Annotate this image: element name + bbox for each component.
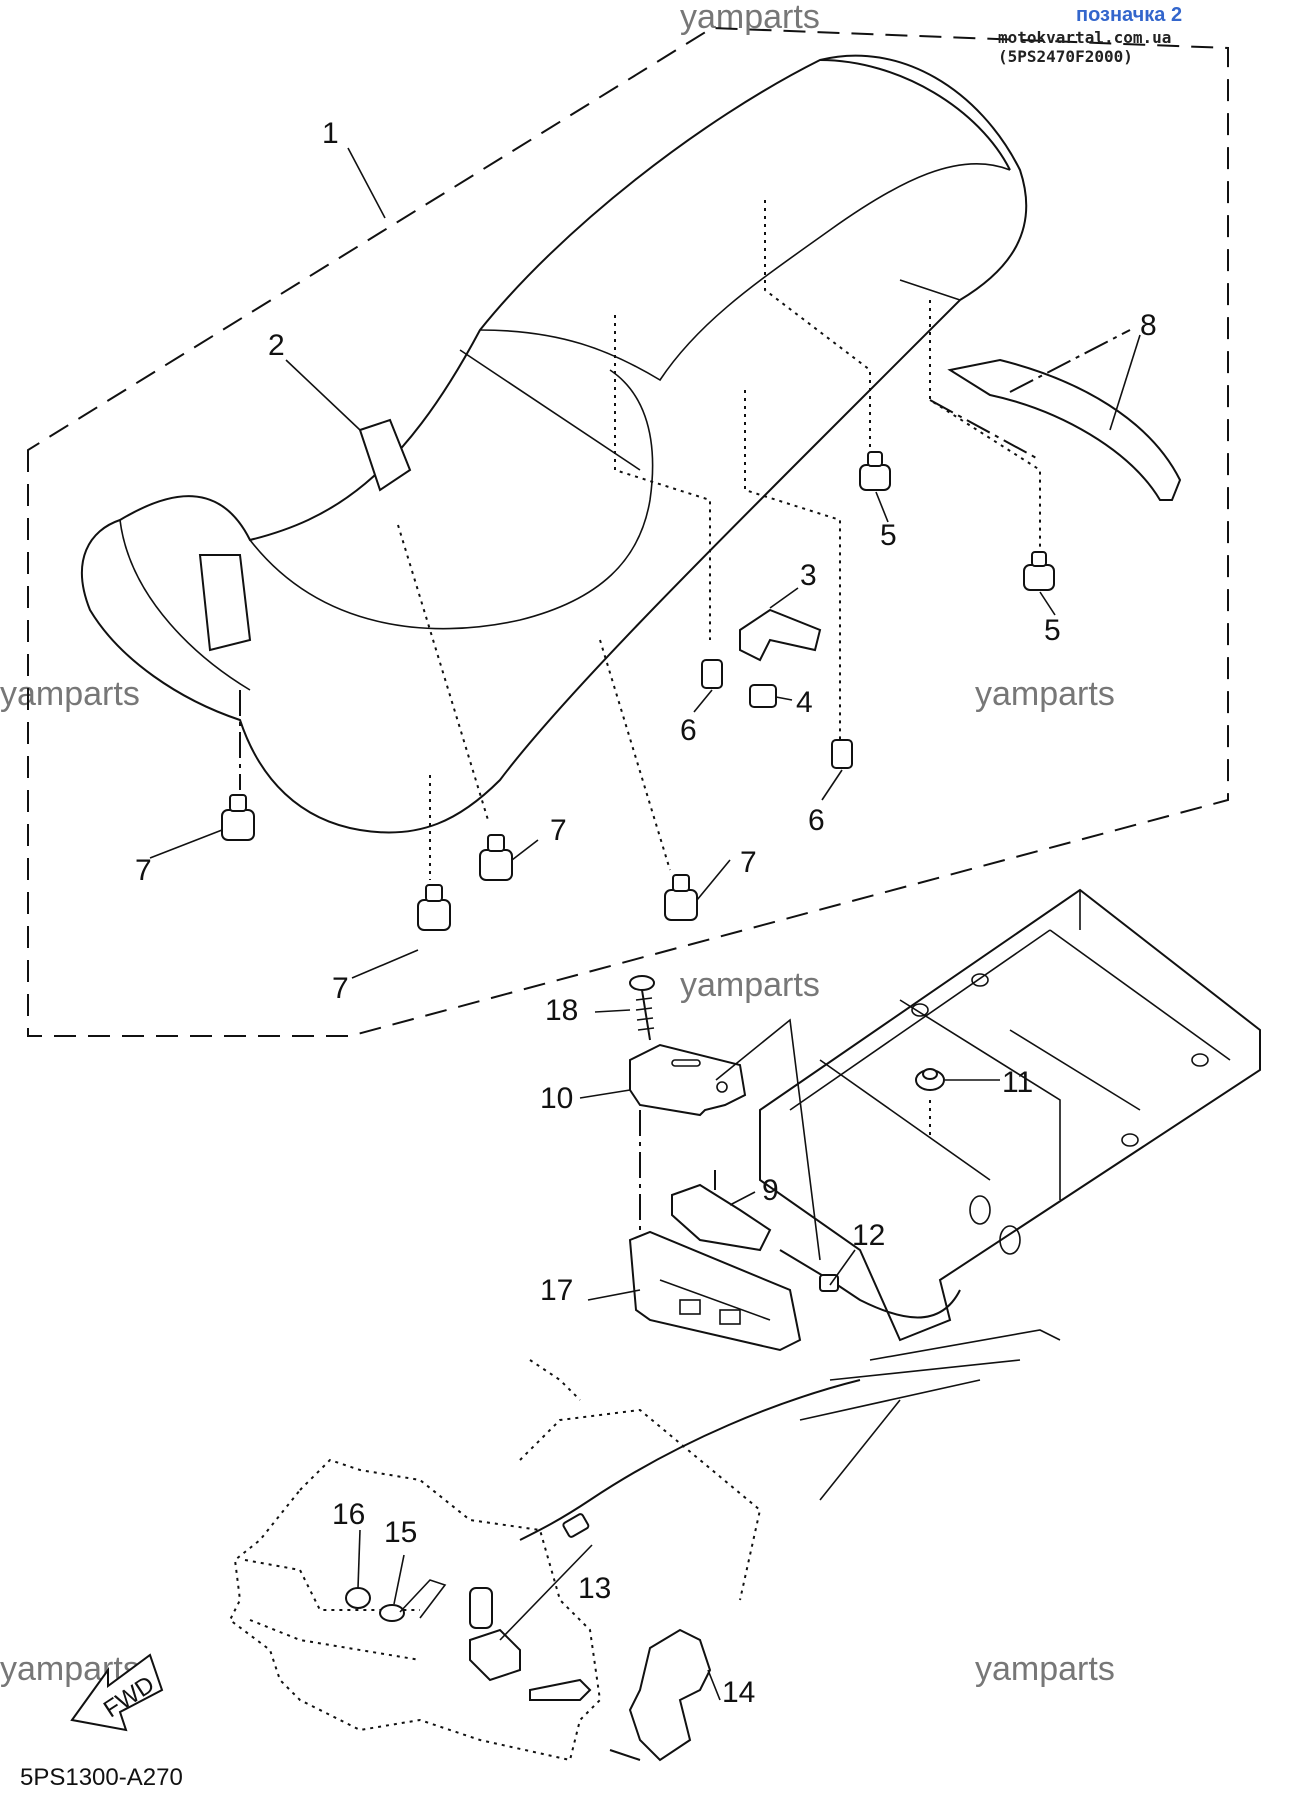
mount-line-e <box>764 200 871 450</box>
header-label: позначка 2 <box>1076 4 1183 26</box>
part-14-hook <box>628 1628 712 1762</box>
callout-1: 1 <box>322 117 339 150</box>
part-6-bolt-a <box>701 659 723 689</box>
part-18-screw <box>629 975 655 1041</box>
part-16-nut <box>345 1587 371 1609</box>
mount-line-a <box>397 524 489 821</box>
part-13-lock <box>469 1587 592 1701</box>
callout-7d: 7 <box>332 972 349 1005</box>
part-15-washer <box>379 1604 405 1622</box>
lock-housing-area <box>228 1359 762 1762</box>
diagram-code: 5PS1300-A270 <box>20 1764 183 1791</box>
callout-2: 2 <box>268 329 285 362</box>
part-10-plate <box>629 1043 747 1117</box>
callout-13: 13 <box>578 1572 611 1605</box>
callout-11: 11 <box>1002 1066 1033 1099</box>
callout-18: 18 <box>545 994 578 1027</box>
part-6-bolt-b <box>831 739 853 769</box>
leader-lines <box>149 147 1141 1701</box>
callout-3: 3 <box>800 559 817 592</box>
callout-5a: 5 <box>880 519 897 552</box>
part-11-nut <box>915 1068 945 1091</box>
callout-7c: 7 <box>740 846 757 879</box>
part-12-cable <box>779 1249 961 1319</box>
part-5-damper-b <box>1023 551 1055 591</box>
mount-line-g <box>744 390 841 740</box>
rear-frame <box>759 888 1261 1501</box>
callout-12: 12 <box>852 1219 885 1252</box>
mount-line-c <box>599 639 671 871</box>
seat-group-boundary <box>27 26 1229 1037</box>
part-9-latch <box>671 1183 772 1252</box>
header-site: motokvartal.com.ua (5PS2470F2000) <box>998 28 1172 66</box>
callout-14: 14 <box>722 1676 755 1709</box>
part-7-damper-a <box>221 794 255 841</box>
callout-4: 4 <box>796 686 813 719</box>
part-7-damper-b <box>479 834 513 881</box>
callout-7a: 7 <box>135 854 152 887</box>
seat-assembly <box>81 54 1028 834</box>
callout-8: 8 <box>1140 309 1157 342</box>
callout-9: 9 <box>762 1174 779 1207</box>
watermark-bottom-right: yamparts <box>975 1650 1115 1688</box>
part-8-strip <box>947 358 1182 501</box>
callout-7b: 7 <box>550 814 567 847</box>
callout-6a: 6 <box>680 714 697 747</box>
part-3-bracket <box>739 608 822 662</box>
watermark-right: yamparts <box>975 675 1115 713</box>
callout-10: 10 <box>540 1082 573 1115</box>
mount-line-f <box>929 300 1041 550</box>
part-17-holder <box>628 1230 802 1352</box>
watermark-left: yamparts <box>0 675 140 713</box>
callout-6b: 6 <box>808 804 825 837</box>
part-4-nut <box>749 684 777 708</box>
callout-15: 15 <box>384 1516 417 1549</box>
callout-17: 17 <box>540 1274 573 1307</box>
callout-16: 16 <box>332 1498 365 1531</box>
part-7-damper-d <box>417 884 451 931</box>
part-7-damper-c <box>664 874 698 921</box>
watermark-mid: yamparts <box>680 966 820 1004</box>
callout-5b: 5 <box>1044 614 1061 647</box>
part-5-damper-a <box>859 451 891 491</box>
